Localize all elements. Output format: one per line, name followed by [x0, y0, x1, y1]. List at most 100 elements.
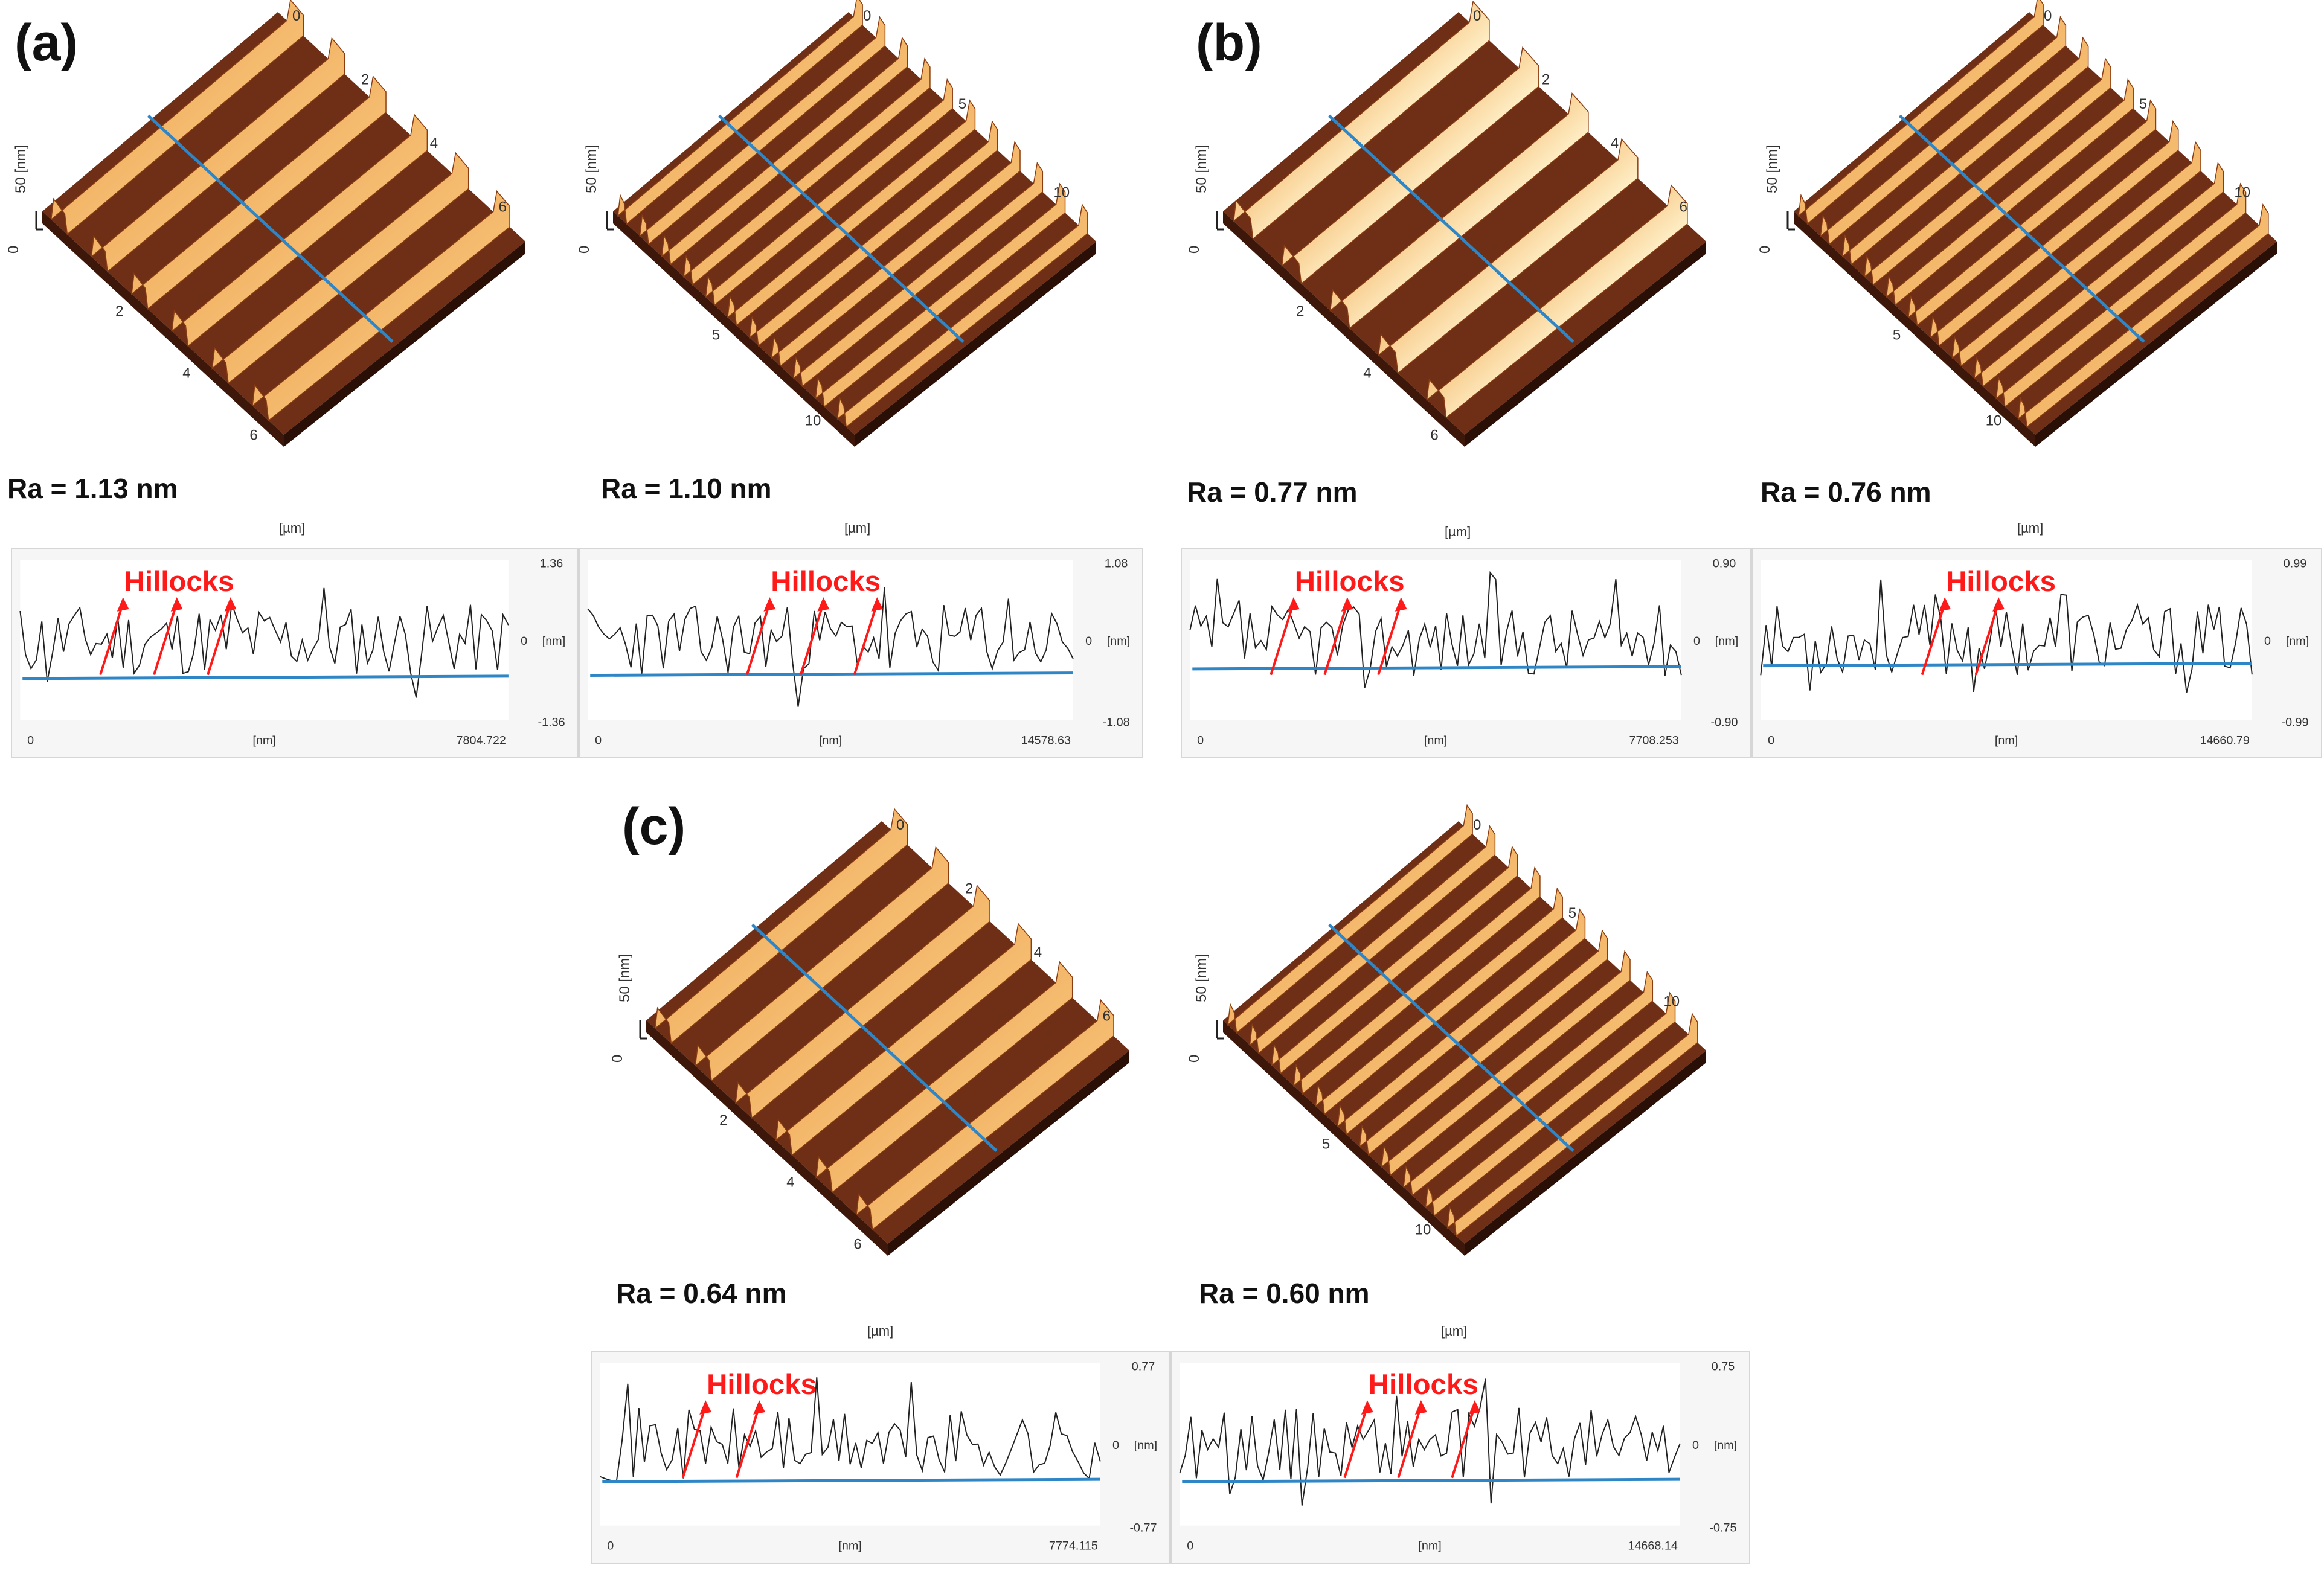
y-tick-label: 0 [896, 817, 904, 833]
y-tick-label: 2 [361, 72, 369, 88]
ra-value: Ra = 0.64 nm [616, 1278, 787, 1309]
afm-ridge [1293, 866, 1541, 1095]
afm-ridge [1337, 908, 1586, 1136]
hillock-arrow [745, 603, 771, 676]
afm-ridge [735, 884, 990, 1119]
z-axis-zero: 0 [609, 1055, 626, 1063]
afm-ridge [654, 808, 908, 1045]
y-axis-bottom-tick: -0.75 [1709, 1521, 1736, 1535]
hillocks-annotation: Hillocks [1295, 566, 1405, 598]
profile-trace [1189, 571, 1682, 688]
x-axis-unit: [nm] [819, 734, 842, 747]
afm-ridge [775, 923, 1032, 1156]
x-tick-label: 2 [1296, 303, 1304, 319]
afm-ridge [1329, 92, 1589, 330]
afm-ridge [771, 141, 1021, 367]
y-tick-label: 10 [1053, 184, 1070, 200]
x-tick-label: 4 [786, 1174, 794, 1191]
profile-plot-area [1761, 560, 2252, 720]
y-tick-label: 5 [2139, 96, 2147, 112]
scan-line [717, 114, 965, 343]
x-axis-start-tick: 0 [607, 1539, 614, 1552]
profile-plot-area [600, 1363, 1100, 1526]
panel-label-a: (a) [14, 14, 79, 72]
scan-line [751, 923, 998, 1152]
hillocks-annotation: Hillocks [707, 1369, 817, 1401]
y-axis-top-tick: 0.90 [1713, 557, 1736, 571]
lateral-unit-label: [µm] [1445, 524, 1471, 539]
y-axis-unit: [nm] [542, 635, 565, 648]
hillock-arrowhead [1939, 597, 1951, 612]
x-axis-end-tick: 14578.63 [1021, 734, 1071, 747]
x-axis-start-tick: 0 [595, 734, 602, 747]
hillock-arrow [1343, 1406, 1369, 1479]
afm-ridge [1798, 0, 2044, 225]
panel-label-b: (b) [1196, 14, 1262, 72]
z-axis-label: 50 [nm] [583, 145, 600, 193]
z-axis-label: 50 [nm] [1193, 954, 1210, 1002]
afm-ridge [1995, 182, 2247, 408]
y-axis-bottom-tick: -0.99 [2281, 716, 2308, 729]
x-tick-label: 10 [805, 413, 821, 429]
afm-ridge [50, 0, 304, 235]
y-tick-label: 5 [1568, 905, 1576, 921]
afm-ridge [815, 182, 1066, 408]
x-axis-unit: [nm] [1418, 1539, 1441, 1552]
hillock-arrowhead [1361, 1400, 1373, 1415]
lateral-unit-label: [µm] [2017, 520, 2044, 536]
y-axis-unit: [nm] [2286, 635, 2309, 648]
afm-ridge [1820, 16, 2067, 245]
hillock-arrow [1397, 1406, 1422, 1479]
hillock-arrow [1377, 603, 1402, 676]
y-tick-label: 4 [1611, 135, 1619, 152]
hillock-arrow [681, 1406, 707, 1479]
afm-ridge [1315, 887, 1563, 1115]
z-axis-zero: 0 [1757, 246, 1773, 254]
afm-surface-wall [1465, 242, 1706, 447]
afm-ridge [1281, 46, 1539, 285]
z-axis-label: 50 [nm] [617, 954, 633, 1002]
x-axis-unit: [nm] [838, 1539, 861, 1552]
afm-ridge [705, 78, 953, 306]
hillock-arrowhead [117, 597, 129, 612]
ra-value: Ra = 0.76 nm [1761, 476, 1931, 508]
afm-ridge [211, 152, 469, 385]
afm-ridge [639, 16, 886, 245]
z-axis-label: 50 [nm] [13, 145, 29, 193]
z-axis-label: 50 [nm] [1193, 145, 1210, 193]
profile-plot-area [1190, 560, 1681, 720]
afm-ridge [617, 0, 863, 225]
afm-ridge [1233, 1, 1490, 240]
profile-trace [587, 587, 1074, 707]
y-axis-unit: [nm] [1134, 1439, 1157, 1452]
x-tick-label: 10 [1986, 413, 2002, 429]
afm-ridge [856, 999, 1114, 1230]
afm-ridge [1402, 970, 1654, 1197]
x-tick-label: 4 [1363, 365, 1371, 382]
afm-surface-wall [1223, 1020, 1465, 1256]
y-axis-zero-tick: 0 [2264, 635, 2271, 648]
profile-trace [19, 587, 509, 698]
hillock-arrow [735, 1406, 760, 1479]
afm-ridge [1249, 825, 1496, 1054]
y-axis-top-tick: 0.77 [1132, 1360, 1155, 1374]
hillock-arrow [1270, 603, 1295, 676]
y-tick-label: 0 [1473, 8, 1481, 24]
afm-surface-wall [42, 211, 284, 447]
afm-surface-base [42, 12, 525, 435]
hillock-arrowhead [1414, 1400, 1427, 1415]
afm-surface-base [646, 821, 1129, 1244]
afm-ridge [1930, 120, 2179, 347]
ra-value: Ra = 0.77 nm [1187, 476, 1358, 508]
hillock-arrowhead [170, 597, 183, 612]
hillock-arrowhead [1992, 597, 2005, 612]
afm-surface-wall [646, 1020, 888, 1256]
y-tick-label: 10 [2234, 184, 2250, 200]
afm-ridge [131, 75, 387, 310]
